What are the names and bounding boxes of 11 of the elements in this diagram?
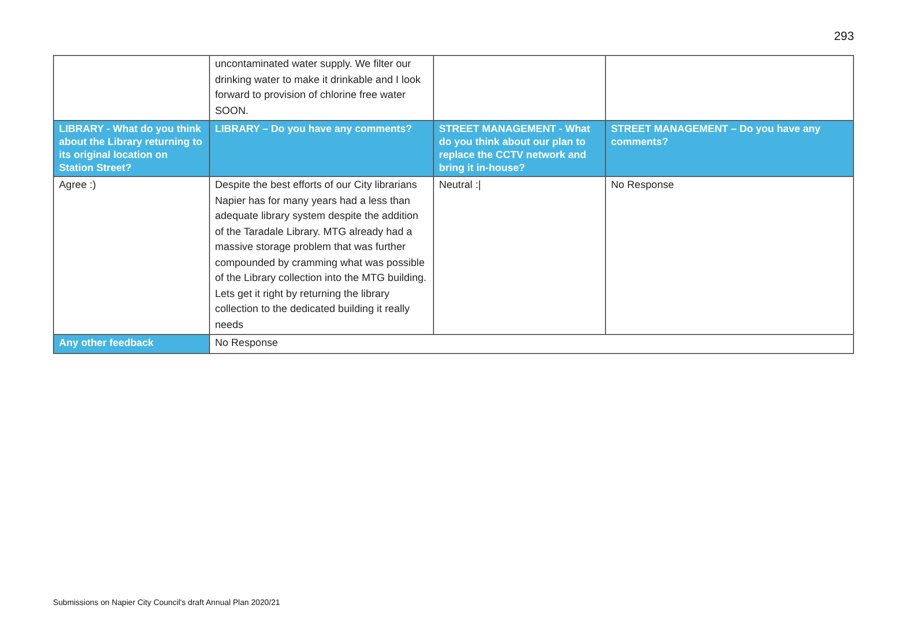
- table-cell: No Response: [210, 335, 854, 354]
- table-cell: No Response: [606, 177, 854, 335]
- column-header: STREET MANAGEMENT – Do you have any comments?: [606, 121, 854, 177]
- column-header: Any other feedback: [54, 335, 210, 354]
- page-number: 293: [834, 29, 854, 43]
- table-cell: Despite the best efforts of our City librarians Napier has for many years had a less than adequate library system despite the addition of the Taradale Library. MTG already had a massive storage problem that was further compounded by cramming what was possible of the Library collection into the MTG building. Lets get it right by returning the library collection to the dedicated building it really needs: [210, 177, 434, 335]
- column-header: LIBRARY – Do you have any comments?: [210, 121, 434, 177]
- table-cell: Neutral :|: [434, 177, 606, 335]
- footer-text: Submissions on Napier City Council's draft Annual Plan 2020/21: [53, 598, 280, 607]
- column-header: STREET MANAGEMENT - What do you think about our plan to replace the CCTV network and bring it in-house?: [434, 121, 606, 177]
- column-header: LIBRARY - What do you think about the Library returning to its original location on Station Street?: [54, 121, 210, 177]
